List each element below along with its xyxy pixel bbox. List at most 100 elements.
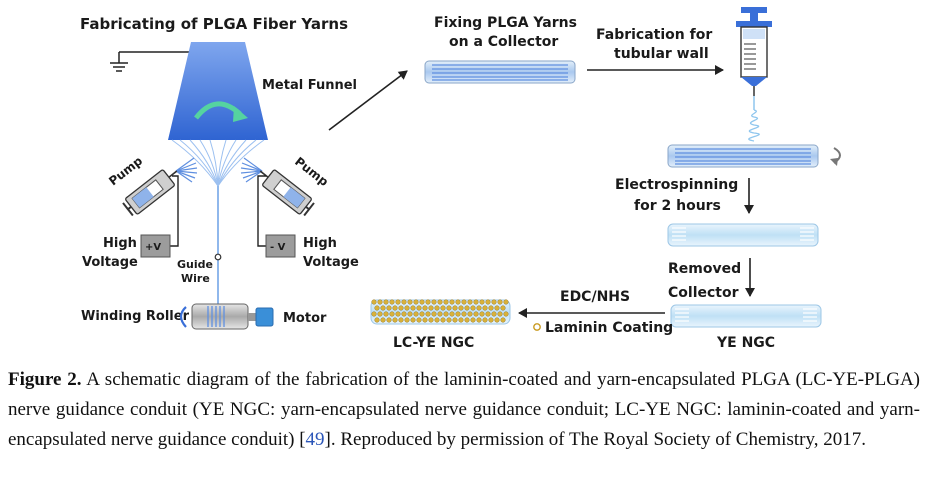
laminin-bead — [446, 317, 452, 323]
label-fixing-2: on a Collector — [449, 34, 558, 50]
guide-wire-ring — [214, 253, 222, 261]
laminin-bead — [452, 317, 458, 323]
laminin-bead — [395, 299, 401, 305]
laminin-bead — [428, 305, 434, 311]
laminin-bead — [461, 311, 467, 317]
label-pump-right: Pump — [292, 154, 331, 189]
laminin-bead — [491, 311, 497, 317]
laminin-bead — [464, 305, 470, 311]
laminin-bead — [452, 305, 458, 311]
laminin-bead — [449, 311, 455, 317]
laminin-bead — [392, 317, 398, 323]
laminin-bead — [443, 299, 449, 305]
laminin-bead — [398, 317, 404, 323]
laminin-bead — [479, 311, 485, 317]
pump-right-syringe — [259, 169, 315, 217]
label-electrospinning-2: for 2 hours — [634, 198, 721, 214]
laminin-bead — [407, 311, 413, 317]
label-guide: Guide — [177, 258, 213, 271]
spray-left — [175, 157, 198, 183]
rotation-arrowhead-icon-right — [830, 158, 838, 166]
laminin-bead — [488, 317, 494, 323]
laminin-bead — [449, 299, 455, 305]
laminin-bead — [503, 311, 509, 317]
laminin-bead — [407, 299, 413, 305]
motor-shaft — [248, 313, 256, 321]
laminin-bead — [479, 299, 485, 305]
positive-voltage-box — [140, 234, 171, 258]
laminin-bead — [380, 305, 386, 311]
laminin-bead — [401, 299, 407, 305]
laminin-bead — [392, 305, 398, 311]
ye-ngc-tube — [670, 304, 822, 328]
citation-link[interactable]: 49 — [305, 429, 325, 450]
roller-rotation-icon — [179, 306, 187, 328]
motor — [255, 307, 274, 327]
collector-tubular-wall — [667, 144, 819, 168]
laminin-bead — [395, 311, 401, 317]
caption-text-1: A schematic diagram of the fabrication o… — [8, 369, 920, 450]
laminin-bead — [473, 299, 479, 305]
laminin-bead — [476, 317, 482, 323]
laminin-bead — [437, 299, 443, 305]
laminin-bead — [470, 305, 476, 311]
schematic-figure: Fabricating of PLGA Fiber Yarns Metal Fu… — [80, 7, 841, 351]
laminin-bead — [428, 317, 434, 323]
laminin-bead — [494, 305, 500, 311]
label-metal-funnel: Metal Funnel — [262, 78, 357, 93]
label-lc-ye-ngc: LC-YE NGC — [393, 335, 474, 351]
laminin-bead — [419, 299, 425, 305]
spiral-jet — [748, 109, 760, 142]
laminin-bead — [386, 305, 392, 311]
laminin-bead — [464, 317, 470, 323]
label-fixing-1: Fixing PLGA Yarns — [434, 15, 577, 31]
laminin-bead — [467, 299, 473, 305]
laminin-bead — [500, 317, 506, 323]
laminin-bead — [500, 305, 506, 311]
negative-voltage-box — [265, 234, 296, 258]
laminin-bead — [491, 299, 497, 305]
laminin-bead — [380, 317, 386, 323]
caption-text-2: ]. Reproduced by permission of The Royal… — [324, 429, 866, 450]
laminin-bead — [488, 305, 494, 311]
laminin-bead — [425, 311, 431, 317]
laminin-bead — [419, 311, 425, 317]
label-high-left: High — [103, 236, 137, 251]
laminin-bead — [434, 305, 440, 311]
laminin-bead — [461, 299, 467, 305]
label-pump-left: Pump — [106, 153, 145, 188]
laminin-bead — [374, 317, 380, 323]
label-fabrication-2: tubular wall — [614, 46, 709, 62]
arrow-to-collector — [328, 70, 408, 131]
label-high-right: High — [303, 236, 337, 251]
label-voltage-left: Voltage — [82, 255, 138, 270]
laminin-bead — [497, 299, 503, 305]
figure-caption: Figure 2. A schematic diagram of the fab… — [8, 365, 920, 455]
wire-right — [257, 175, 266, 247]
collector-with-yarns — [424, 60, 576, 84]
laminin-bead — [410, 317, 416, 323]
laminin-bead — [467, 311, 473, 317]
pump-left-syringe — [122, 169, 178, 217]
label-voltage-right: Voltage — [303, 255, 359, 270]
laminin-bead — [401, 311, 407, 317]
laminin-bead — [431, 299, 437, 305]
laminin-bead — [485, 299, 491, 305]
laminin-beads — [371, 299, 509, 323]
laminin-bead — [371, 311, 377, 317]
laminin-bead — [455, 311, 461, 317]
laminin-bead — [473, 311, 479, 317]
label-removed: Removed — [668, 261, 741, 277]
label-collector: Collector — [668, 285, 739, 301]
laminin-bead — [383, 299, 389, 305]
laminin-bead — [416, 305, 422, 311]
laminin-bead — [404, 317, 410, 323]
label-ye-ngc: YE NGC — [716, 335, 775, 351]
laminin-bead — [383, 311, 389, 317]
laminin-bead — [446, 305, 452, 311]
spray-right — [240, 157, 263, 183]
laminin-bead — [485, 311, 491, 317]
laminin-bead — [476, 305, 482, 311]
laminin-bead — [437, 311, 443, 317]
